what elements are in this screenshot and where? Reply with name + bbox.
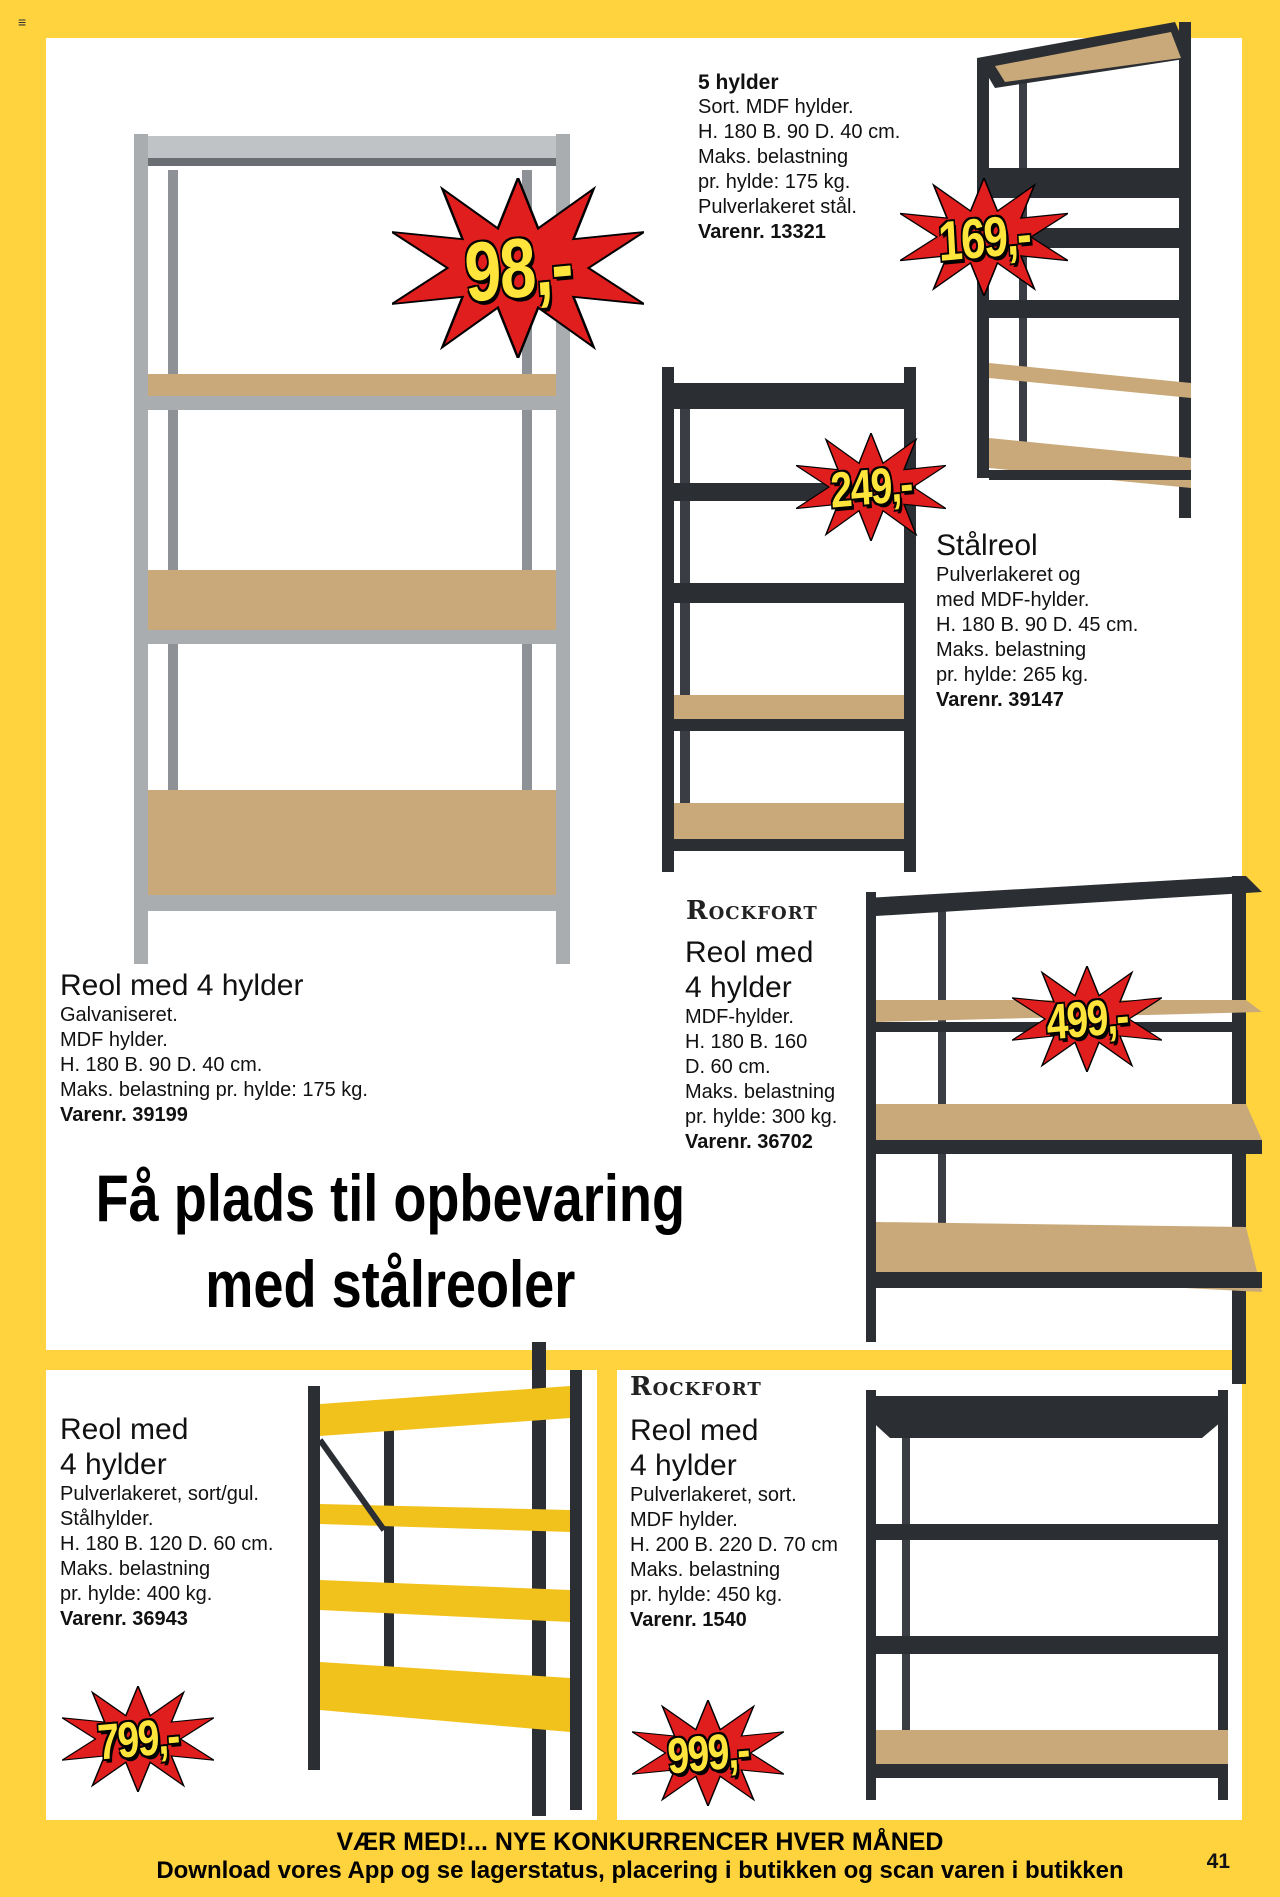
price-label: 999,- [666,1721,750,1785]
spec-line: H. 180 B. 90 D. 45 cm. [936,614,1139,636]
price-burst-799: 799,- [62,1686,214,1792]
spec-line: Maks. belastning [60,1558,211,1580]
starburst-icon [796,433,946,541]
spec-line: MDF hylder. [630,1509,738,1531]
product-title: Stålreol [936,529,1038,562]
price-label: 98,- [462,215,574,320]
starburst-icon [632,1700,784,1806]
galvanized-shelf-image [134,134,570,964]
product-spec-39147: Stålreol Pulverlakeret og med MDF-hylder… [936,528,1138,713]
black-xl-shelf-image [866,1390,1228,1800]
spec-line: pr. hylde: 450 kg. [630,1584,783,1606]
price-burst-999: 999,- [632,1700,784,1806]
spec-line: Pulverlakeret og [936,564,1081,586]
item-number: Varenr. 36943 [60,1608,188,1630]
price-label: 499,- [1045,987,1129,1051]
product-spec-36702: Reol med 4 hylder MDF-hylder. H. 180 B. … [685,935,837,1155]
spec-line: pr. hylde: 265 kg. [936,664,1089,686]
spec-line: H. 180 B. 160 [685,1031,808,1053]
footer-app-line: Download vores App og se lagerstatus, pl… [156,1857,1124,1884]
menu-icon[interactable]: ≡ [18,14,27,30]
product-title: 5 hylder [698,71,779,94]
product-title-line2: 4 hylder [60,1448,167,1481]
product-title: Reol med 4 hylder [60,969,304,1002]
spec-line: pr. hylde: 175 kg. [698,171,851,193]
spec-line: Stålhylder. [60,1508,154,1530]
item-number: Varenr. 36702 [685,1131,813,1153]
black-wide-shelf-image [866,876,1262,1384]
product-title-line1: Reol med [60,1413,189,1446]
spec-line: Pulverlakeret, sort. [630,1484,797,1506]
item-number: Varenr. 39147 [936,689,1064,711]
headline-line2: med stålreoler [205,1247,576,1321]
starburst-icon [900,178,1068,296]
price-burst-499: 499,- [1012,966,1162,1072]
item-number: Varenr. 1540 [630,1609,747,1631]
spec-line: Pulverlakeret, sort/gul. [60,1483,259,1505]
headline-line1: Få plads til opbevaring [95,1161,686,1235]
price-burst-249: 249,- [796,433,946,541]
spec-line: Maks. belastning [936,639,1087,661]
product-title-line2: 4 hylder [685,971,792,1004]
product-title-line1: Reol med [630,1414,759,1447]
spec-line: Maks. belastning pr. hylde: 175 kg. [60,1079,368,1101]
spec-line: pr. hylde: 400 kg. [60,1583,213,1605]
item-number: Varenr. 13321 [698,221,826,243]
brand-logo-rockfort: Rockfort [686,896,818,926]
starburst-icon [1012,966,1162,1072]
price-label: 799,- [96,1707,180,1771]
footer: VÆR MED!... NYE KONKURRENCER HVER MÅNED … [0,1828,1280,1886]
starburst-icon [62,1686,214,1792]
starburst-icon [392,178,644,358]
black-narrow-shelf-image [662,367,916,872]
spec-line: med MDF-hylder. [936,589,1090,611]
page-number: 41 [1206,1850,1230,1873]
footer-competition-line: VÆR MED!... NYE KONKURRENCER HVER MÅNED [336,1828,944,1856]
spec-line: H. 180 B. 120 D. 60 cm. [60,1533,274,1555]
spec-line: pr. hylde: 300 kg. [685,1106,838,1128]
headline: Få plads til opbevaring med stålreoler [50,1155,731,1327]
spec-line: H. 180 B. 90 D. 40 cm. [698,121,901,143]
price-label: 249,- [829,455,913,519]
price-burst-98: 98,- [392,178,644,358]
product-spec-1540: Reol med 4 hylder Pulverlakeret, sort. M… [630,1413,838,1633]
spec-line: MDF-hylder. [685,1006,794,1028]
black-yellow-shelf-image [308,1342,582,1816]
spec-line: Galvaniseret. [60,1004,178,1026]
spec-line: Maks. belastning [685,1081,836,1103]
price-burst-169: 169,- [900,178,1068,296]
spec-line: H. 180 B. 90 D. 40 cm. [60,1054,263,1076]
brand-logo-rockfort: Rockfort [630,1372,762,1402]
spec-line: D. 60 cm. [685,1056,771,1078]
product-spec-39199: Reol med 4 hylder Galvaniseret. MDF hyld… [60,968,368,1128]
spec-line: Maks. belastning [698,146,849,168]
item-number: Varenr. 39199 [60,1104,188,1126]
product-spec-36943: Reol med 4 hylder Pulverlakeret, sort/gu… [60,1412,273,1632]
product-title-line1: Reol med [685,936,814,969]
spec-line: MDF hylder. [60,1029,168,1051]
product-spec-13321: 5 hylder Sort. MDF hylder. H. 180 B. 90 … [698,70,900,245]
price-label: 169,- [936,201,1032,273]
spec-line: Sort. MDF hylder. [698,96,854,118]
spec-line: H. 200 B. 220 D. 70 cm [630,1534,838,1556]
spec-line: Maks. belastning [630,1559,781,1581]
product-title-line2: 4 hylder [630,1449,737,1482]
spec-line: Pulverlakeret stål. [698,196,857,218]
